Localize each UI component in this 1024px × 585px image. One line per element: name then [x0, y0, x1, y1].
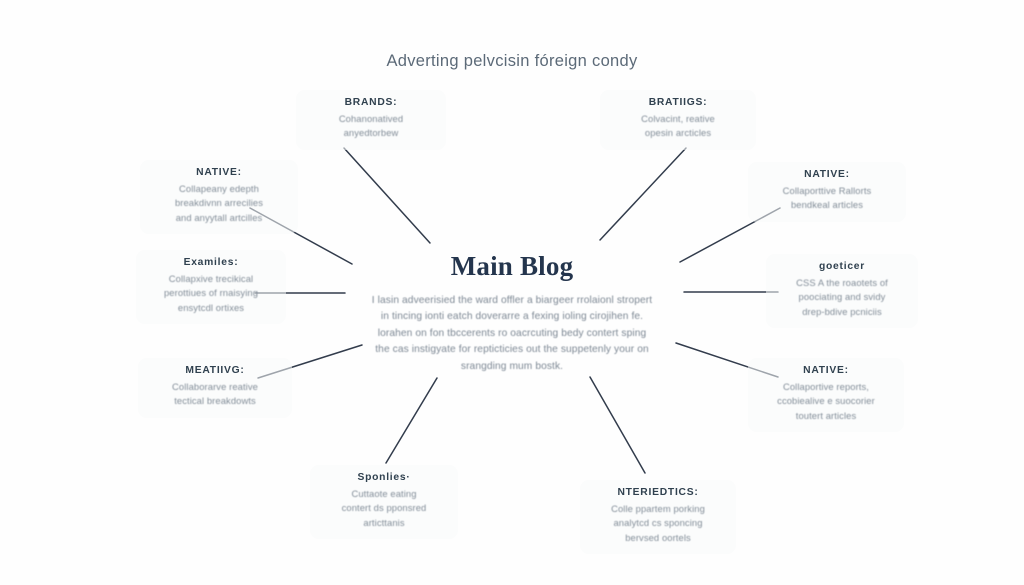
node-title: goeticer [818, 261, 866, 272]
node-title: Sponlies· [357, 472, 411, 483]
node-body: Collaportive reports,ccobiealive e suoco… [777, 381, 875, 421]
connector-center-to-nteriedtics [589, 376, 646, 474]
connector-center-to-brands [343, 147, 431, 244]
connector-center-to-sponlies [385, 377, 438, 464]
node-title: NATIVE: [196, 167, 242, 178]
node-native-lower[interactable]: NATIVE: Collaportive reports,ccobiealive… [748, 358, 904, 432]
node-title: MEATIIVG: [185, 365, 245, 376]
node-title: NTERIEDTICS: [617, 487, 699, 498]
node-title: NATIVE: [803, 365, 849, 376]
node-title: BRATIIGS: [648, 97, 708, 108]
center-node-body: I lasin adveerisied the ward offler a bi… [371, 294, 653, 372]
connector-center-to-bratings [599, 147, 687, 241]
node-title: BRANDS: [344, 97, 398, 108]
center-node[interactable]: Main Blog I lasin adveerisied the ward o… [370, 251, 654, 375]
page-title: Adverting pelvcisin fóreign condy [386, 52, 638, 70]
node-title: Examiles: [183, 257, 239, 268]
center-node-title: Main Blog [450, 251, 574, 281]
node-title: NATIVE: [804, 169, 850, 180]
